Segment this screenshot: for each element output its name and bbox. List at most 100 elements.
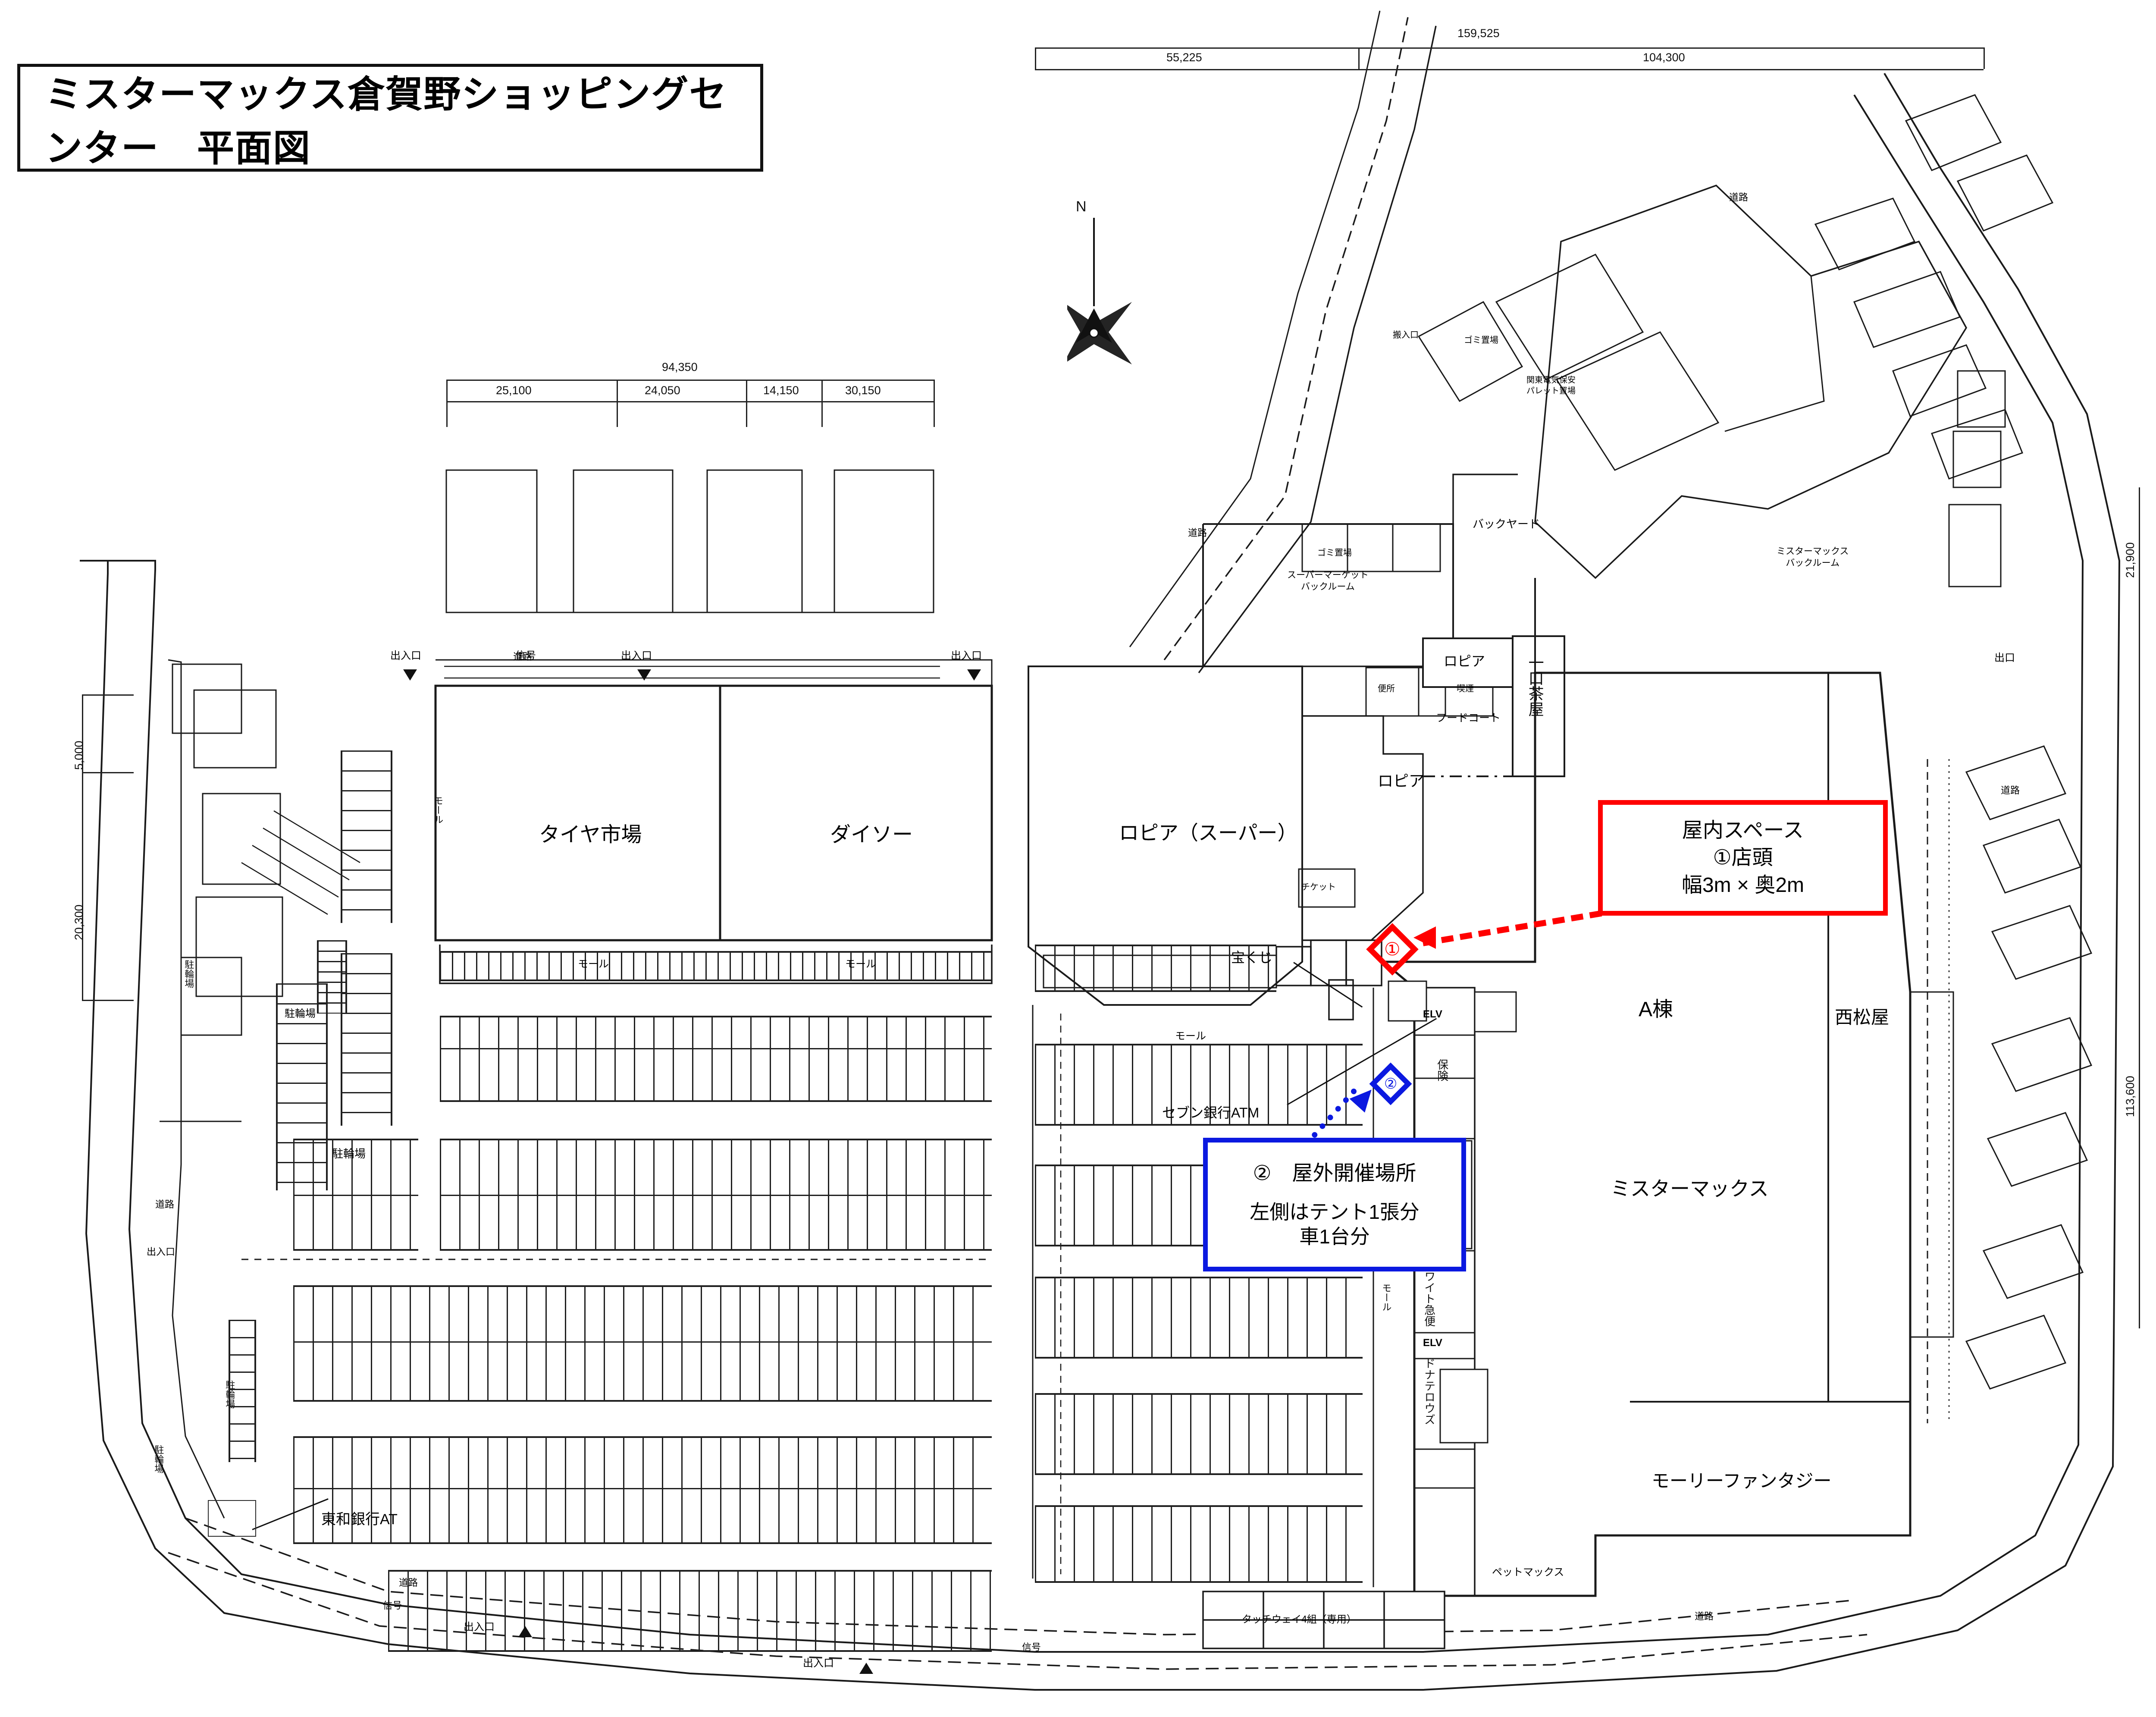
label-exit-sw: 出入口 [147, 1246, 175, 1257]
label-lopia-super: ロピア（スーパー） [1119, 822, 1297, 844]
marker-2-label: ② [1384, 1075, 1398, 1092]
dim-tick [1358, 47, 1360, 69]
label-road-n: 道路 [1188, 527, 1207, 538]
label-insurance: 保険 [1435, 1059, 1449, 1081]
dim-line-top2 [1035, 69, 1984, 70]
dim-west-overall: 94,350 [662, 361, 698, 374]
label-elv-lower: ELV [1423, 1337, 1442, 1349]
label-signal-sw: 信号 [383, 1600, 402, 1611]
label-mr-max: ミスターマックス [1611, 1177, 1769, 1200]
parking-stalls [1035, 1393, 1363, 1475]
label-mrmax-backroom: ミスターマックスバックルーム [1777, 546, 1849, 568]
label-road-nw: 道路 [513, 651, 533, 662]
label-mall-1: モール [578, 958, 609, 970]
label-seven-bank-atm: セブン銀行ATM [1162, 1105, 1260, 1121]
label-entrance-exit-n2: 出入口 [951, 650, 982, 662]
entrance-triangle-icon [403, 669, 417, 681]
callout-outdoor-space[interactable]: ② 屋外開催場所 左側はテント1張分 車1台分 [1203, 1138, 1466, 1271]
parking-stalls [440, 1195, 992, 1196]
label-molly-fantasy: モーリーファンタジー [1651, 1471, 1832, 1491]
entrance-triangle-icon [518, 1626, 532, 1637]
compass-north-letter: N [1076, 198, 1087, 215]
label-signal-n: 信号 [515, 650, 536, 662]
dim-right-upper: 21,900 [2124, 542, 2137, 578]
parking-stalls [1035, 1277, 1363, 1359]
label-entrance-exit-nw: 出入口 [390, 650, 421, 662]
label-daiso: ダイソー [830, 823, 913, 846]
dim-top-overall: 159,525 [1457, 27, 1500, 40]
parking-stalls [341, 953, 392, 1126]
entrance-triangle-icon [967, 669, 981, 681]
label-food-court-text: フードコート [1436, 712, 1501, 724]
callout-outdoor-line2: 左側はテント1張分 [1250, 1201, 1420, 1224]
label-entrance-exit-n1: 出入口 [621, 650, 652, 662]
dim-tick-left [82, 694, 134, 696]
label-donatellos: ドナテロウズ [1423, 1358, 1436, 1425]
label-signal-s: 信号 [1022, 1642, 1041, 1653]
label-parking-lot-3: 駐輪場 [183, 960, 194, 988]
parking-stalls [440, 1016, 992, 1102]
marker-1-label: ① [1384, 939, 1401, 959]
label-mall-2: モール [845, 958, 876, 970]
label-tire-market: タイヤ市場 [539, 823, 642, 846]
parking-stalls [293, 1488, 992, 1489]
label-towa-bank-at: 東和銀行AT [321, 1511, 398, 1528]
dim-right-lower: 113,600 [2124, 1076, 2137, 1117]
dim-top-left: 55,225 [1166, 51, 1202, 64]
arrowhead-indoor-icon [1413, 926, 1436, 949]
parking-stalls [440, 1048, 992, 1049]
label-road-w: 道路 [155, 1199, 175, 1210]
dim-tick-left [82, 772, 134, 773]
dim-tick [446, 380, 448, 427]
label-entrance-exit-s2: 出入口 [803, 1657, 834, 1669]
bicycle-parking-stalls [440, 951, 992, 981]
parking-stalls [388, 1570, 992, 1652]
label-mall-3: モール [1175, 1030, 1206, 1042]
label-building-a: A棟 [1639, 998, 1673, 1021]
callout-indoor-line1: 屋内スペース [1682, 819, 1804, 842]
dim-tick [617, 380, 618, 427]
callout-indoor-line2: ①店頭 [1713, 846, 1773, 869]
dim-tick [1984, 47, 1985, 69]
label-pet-max: ペットマックス [1492, 1566, 1564, 1578]
label-elv-upper: ELV [1423, 1008, 1442, 1020]
callout-outdoor-line1: ② 屋外開催場所 [1253, 1161, 1416, 1185]
bicycle-parking-stalls [317, 940, 347, 1014]
label-parking-lot-5: 駐輪場 [153, 1445, 164, 1473]
label-backyard: バックヤード [1473, 518, 1540, 530]
label-lopia-shop: ロピア [1444, 653, 1485, 669]
dim-line-west [446, 380, 934, 381]
label-parking-lot: 駐輪場 [285, 1008, 316, 1020]
dim-line-top [1035, 47, 1984, 49]
dim-tick [934, 380, 935, 427]
callout-indoor-line3: 幅3m × 奥2m [1681, 873, 1805, 897]
dim-west-seg-2: 14,150 [763, 384, 799, 397]
label-smoking: 喫煙 [1457, 684, 1474, 694]
dim-line-west2 [446, 401, 934, 402]
dim-line-left [82, 694, 83, 1001]
parking-stalls [293, 1285, 992, 1402]
dim-tick [1035, 47, 1036, 69]
dim-top-right: 104,300 [1643, 51, 1685, 64]
label-nishimatsuya: 西松屋 [1835, 1007, 1890, 1027]
towa-bank-at-box [208, 1500, 256, 1537]
dim-west-seg-1: 24,050 [645, 384, 680, 397]
dim-left-lower: 20,300 [72, 904, 85, 940]
label-gomi-okiba: ゴミ置場 [1317, 548, 1352, 558]
callout-indoor-space[interactable]: 屋内スペース ①店頭 幅3m × 奥2m [1598, 800, 1888, 916]
label-kanto-denki: 関東電気保安パレット置場 [1526, 376, 1576, 396]
dim-tick [821, 380, 823, 427]
dim-tick-left [82, 1000, 134, 1001]
dim-left-upper: 5,000 [72, 741, 85, 770]
label-parking-lot-4: 駐輪場 [224, 1380, 235, 1409]
label-mall-5: モール [1381, 1283, 1392, 1312]
label-wc: 便所 [1378, 684, 1395, 694]
title-block: ミスターマックス倉賀野ショッピングセンター 平面図 [17, 64, 763, 172]
entrance-triangle-icon [637, 669, 651, 681]
parking-stalls [293, 1195, 418, 1196]
label-hannyuguchi: 搬入口 [1393, 330, 1419, 340]
label-entrance-exit-s1: 出入口 [464, 1621, 495, 1633]
bicycle-parking-stalls [229, 1320, 256, 1462]
entrance-triangle-icon [859, 1663, 873, 1674]
